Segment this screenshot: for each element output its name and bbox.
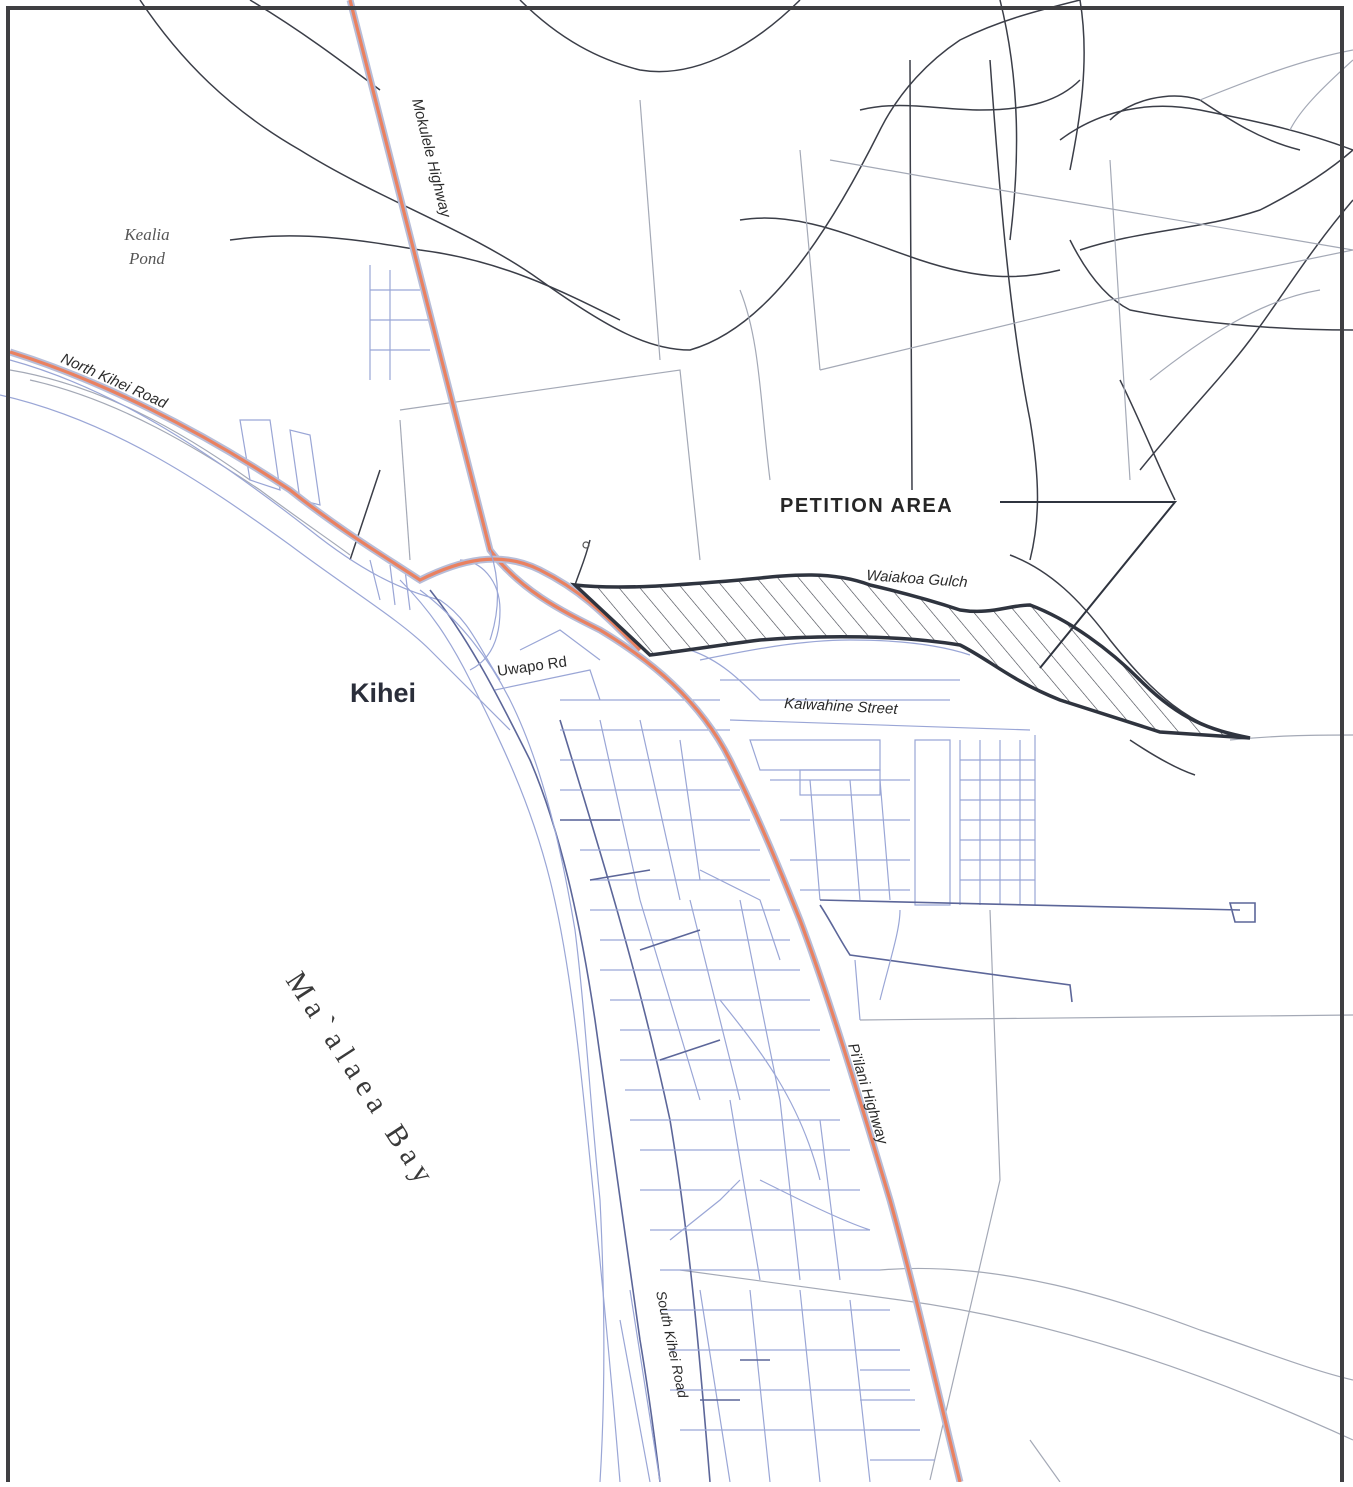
contour-lines bbox=[139, 0, 1353, 776]
petition-area-label: PETITION AREA bbox=[780, 495, 953, 517]
local-streets bbox=[0, 265, 1256, 1483]
mokulele-piilani-highway-line bbox=[348, 0, 962, 1483]
rural-roads bbox=[9, 49, 1353, 1483]
survey-point-marker bbox=[582, 541, 590, 549]
kealia-label-line2: Pond bbox=[128, 249, 165, 268]
petition-area-polygon bbox=[569, 573, 1251, 740]
highways bbox=[8, 0, 964, 1483]
petition-area bbox=[569, 501, 1251, 740]
kealia-label-line1: Kealia bbox=[123, 225, 169, 244]
north-kihei-road-line bbox=[9, 350, 642, 652]
petition-area-leader-line bbox=[1000, 501, 1178, 669]
kaiwahine-street-label: Kaiwahine Street bbox=[784, 695, 899, 718]
map-frame bbox=[6, 6, 1344, 1487]
kihei-label: Kihei bbox=[350, 678, 416, 708]
